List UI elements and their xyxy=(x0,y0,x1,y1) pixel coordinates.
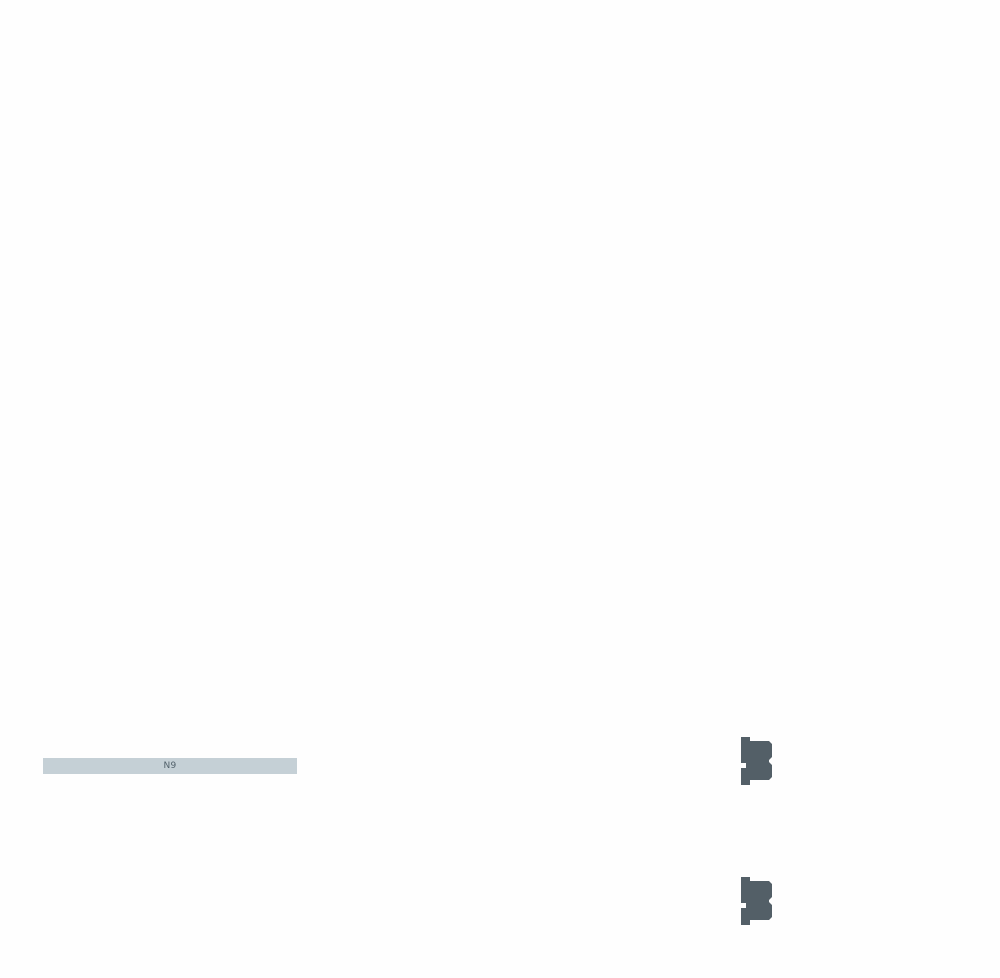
connector-plug-icon-graphic xyxy=(741,737,772,785)
connector-plug-icon[interactable] xyxy=(740,737,773,785)
node-label-text: N9 xyxy=(163,760,177,771)
connector-plug-icon-graphic xyxy=(741,877,772,925)
connector-plug-icon[interactable] xyxy=(740,877,773,925)
node-label-bar[interactable]: N9 xyxy=(43,758,297,774)
